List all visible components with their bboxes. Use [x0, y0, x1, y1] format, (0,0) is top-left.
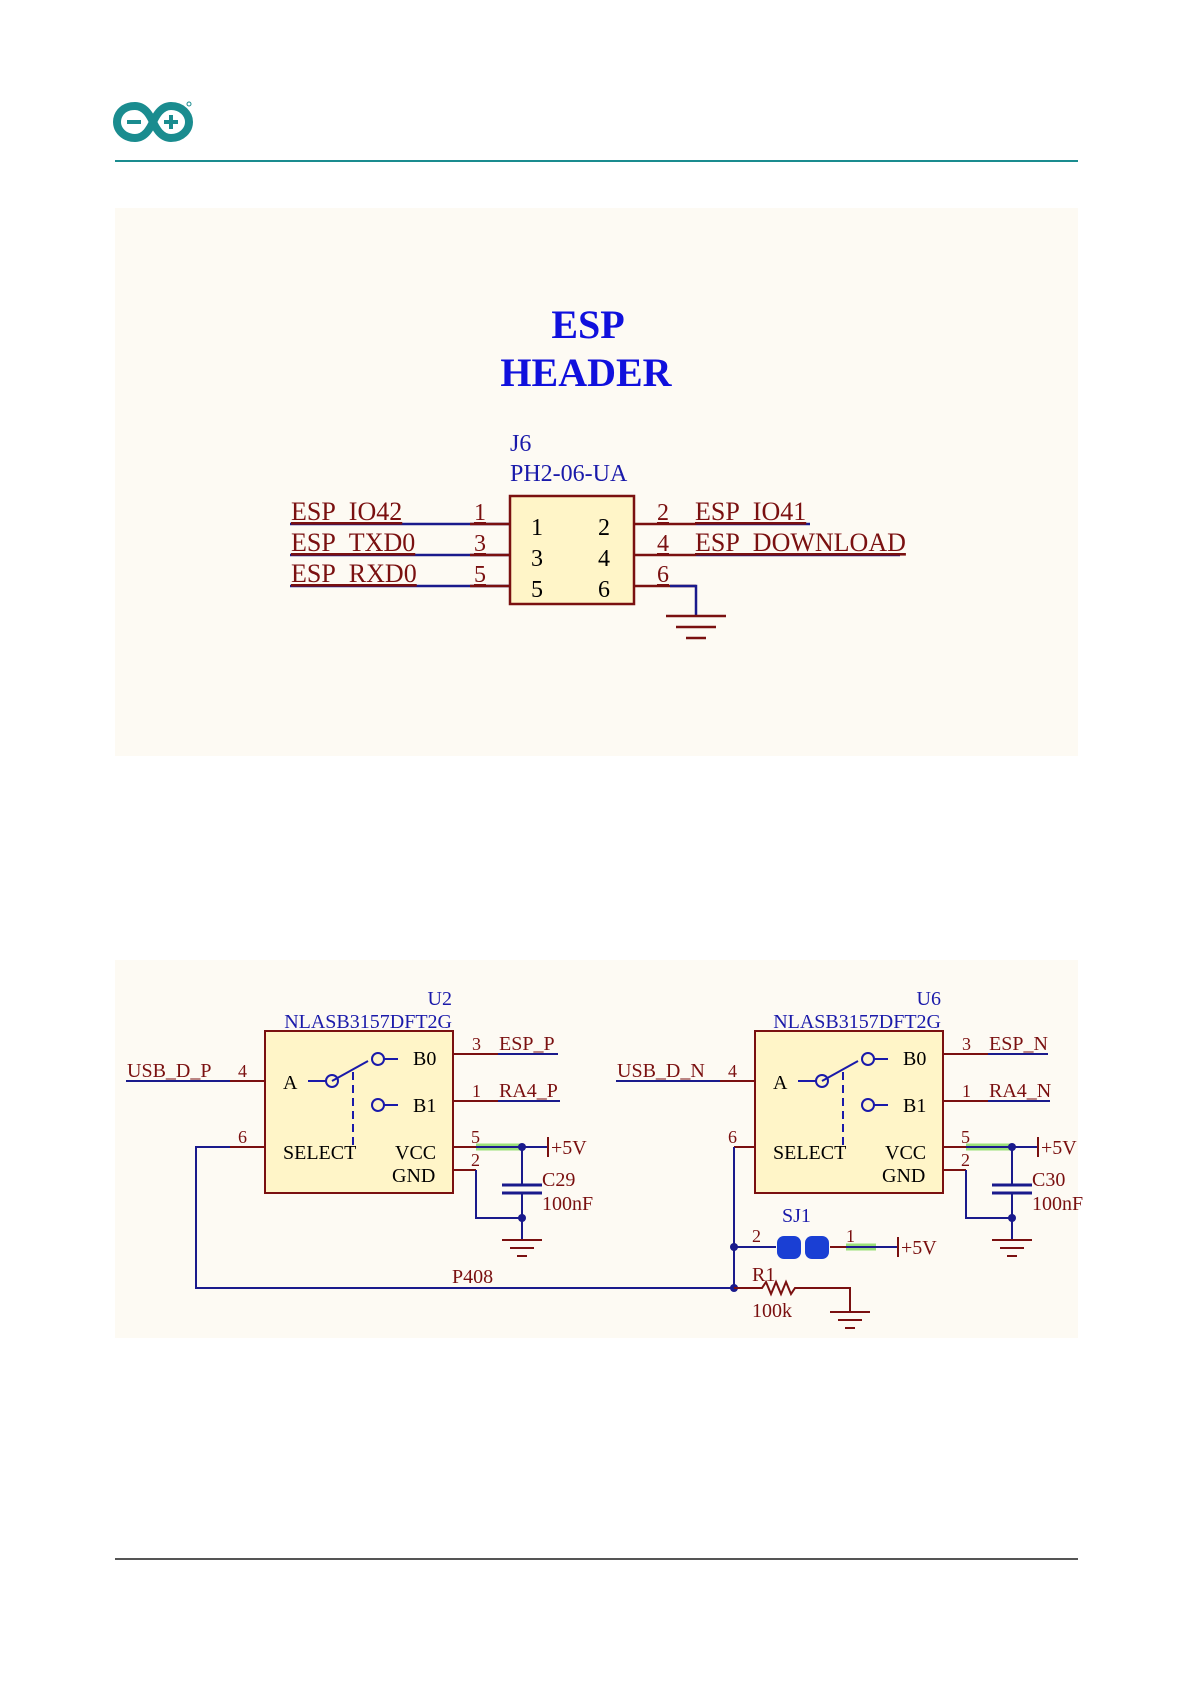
u6-power: +5V — [1041, 1137, 1077, 1159]
u2-pin-b1: 1 — [472, 1081, 481, 1101]
u6-label-b1: B1 — [903, 1095, 926, 1117]
resistor-ref: R1 — [752, 1264, 775, 1286]
body-pin: 4 — [598, 546, 610, 572]
u2-label-b1: B1 — [413, 1095, 436, 1117]
u6-pin-gnd: 2 — [961, 1150, 970, 1170]
u2-pin-select: 6 — [238, 1127, 247, 1147]
u6-label-select: SELECT — [773, 1142, 846, 1164]
u6-pin-select: 6 — [728, 1127, 737, 1147]
header-rule — [115, 160, 1078, 162]
solder-jumper-icon — [777, 1236, 801, 1259]
net-label-esp-io42: ESP_IO42 — [291, 497, 402, 526]
arduino-logo-icon — [113, 100, 193, 144]
body-pin: 2 — [598, 515, 610, 541]
pin-number: 1 — [474, 500, 486, 526]
body-pin: 1 — [531, 515, 543, 541]
body-pin: 5 — [531, 577, 543, 603]
u2-pin-b0: 3 — [472, 1034, 481, 1054]
u6-label-vcc: VCC — [885, 1142, 926, 1164]
pin-number: 2 — [657, 500, 669, 526]
u2-pin-a: 4 — [238, 1061, 247, 1081]
u6-ref: U6 — [917, 988, 941, 1010]
u6-net-b0: ESP_N — [989, 1033, 1048, 1055]
pin-number: 4 — [657, 531, 669, 557]
u6-cap-val: 100nF — [1032, 1193, 1083, 1215]
body-pin: 3 — [531, 546, 543, 572]
u2-label-b0: B0 — [413, 1048, 436, 1070]
select-net-label: P408 — [452, 1266, 493, 1288]
junction-dot — [1008, 1214, 1016, 1222]
pin-number: 6 — [657, 562, 669, 588]
connector-part: PH2-06-UA — [510, 461, 628, 487]
esp-header-title-line2: HEADER — [500, 350, 672, 395]
net-label-esp-rxd0: ESP_RXD0 — [291, 559, 417, 588]
u2-label-vcc: VCC — [395, 1142, 436, 1164]
u6-pin-vcc: 5 — [961, 1127, 970, 1147]
jumper-pin1: 1 — [846, 1226, 855, 1246]
resistor-val: 100k — [752, 1300, 792, 1322]
u2-cap-ref: C29 — [542, 1169, 575, 1191]
u6-label-gnd: GND — [882, 1165, 925, 1187]
u2-net-b0: ESP_P — [499, 1033, 555, 1055]
connector-body — [510, 496, 634, 604]
net-label-esp-download: ESP_DOWNLOAD — [695, 528, 906, 557]
u2-ref: U2 — [428, 988, 452, 1010]
u2-pin-gnd: 2 — [471, 1150, 480, 1170]
u2-label-select: SELECT — [283, 1142, 356, 1164]
connector-ref: J6 — [510, 431, 531, 457]
u6-in-net: USB_D_N — [617, 1060, 705, 1082]
u2-in-net: USB_D_P — [127, 1060, 211, 1082]
usb-switch-schematic: U2 NLASB3157DFT2G USB_D_P 4 A B0 B1 SELE… — [0, 960, 1190, 1338]
net-label-esp-io41: ESP_IO41 — [695, 497, 806, 526]
jumper-pin2: 2 — [752, 1226, 761, 1246]
body-pin: 6 — [598, 577, 610, 603]
pin-number: 3 — [474, 531, 486, 557]
esp-header-schematic: ESP HEADER J6 PH2-06-UA ESP_IO42 ESP_TXD… — [0, 208, 1190, 756]
footer-rule — [115, 1558, 1078, 1560]
solder-jumper-pad — [805, 1236, 829, 1259]
u6-cap-ref: C30 — [1032, 1169, 1065, 1191]
u6-pin-b1: 1 — [962, 1081, 971, 1101]
u6-net-b1: RA4_N — [989, 1080, 1051, 1102]
u2-part: NLASB3157DFT2G — [284, 1011, 452, 1033]
u6-label-b0: B0 — [903, 1048, 926, 1070]
u6-pin-b0: 3 — [962, 1034, 971, 1054]
u6-part: NLASB3157DFT2G — [773, 1011, 941, 1033]
net-label-esp-txd0: ESP_TXD0 — [291, 528, 415, 557]
u2-cap-val: 100nF — [542, 1193, 593, 1215]
esp-header-title-line1: ESP — [551, 302, 624, 347]
jumper-ref: SJ1 — [782, 1205, 811, 1227]
u2-power: +5V — [551, 1137, 587, 1159]
u6-label-a: A — [773, 1072, 788, 1094]
u2-label-gnd: GND — [392, 1165, 435, 1187]
jumper-power: +5V — [901, 1237, 937, 1259]
u2-pin-vcc: 5 — [471, 1127, 480, 1147]
u2-label-a: A — [283, 1072, 298, 1094]
pin-number: 5 — [474, 562, 486, 588]
junction-dot — [518, 1214, 526, 1222]
u2-net-b1: RA4_P — [499, 1080, 558, 1102]
u6-pin-a: 4 — [728, 1061, 737, 1081]
